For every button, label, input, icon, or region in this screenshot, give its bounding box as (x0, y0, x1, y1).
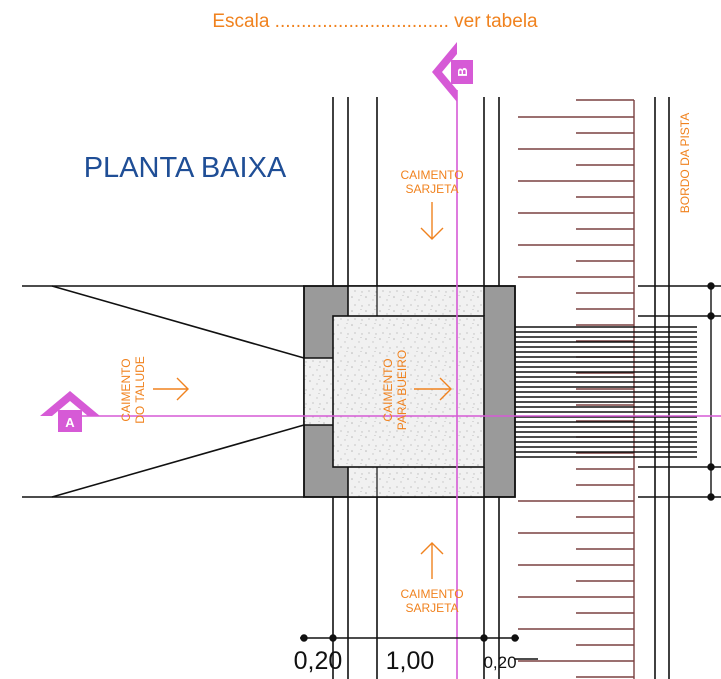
slope-bottom-line1: CAIMENTO (400, 587, 463, 601)
embankment-lines (22, 285, 305, 498)
dim-right: 0,20 (483, 653, 516, 672)
slope-culvert-line2: PARA BUEIRO (395, 350, 409, 430)
pipe-lines (515, 326, 697, 458)
road-hatch (518, 99, 635, 679)
section-a-label: A (65, 415, 75, 430)
section-marker-b: B (432, 42, 473, 102)
section-lines (70, 90, 721, 679)
scale-label: Escala .................................… (212, 11, 538, 32)
dim-center: 1,00 (386, 647, 435, 675)
dim-left: 0,20 (294, 647, 343, 675)
slope-embankment-line1: CAIMENTO (119, 358, 133, 421)
channel-lines (332, 97, 670, 679)
slope-top-line2: SARJETA (405, 182, 458, 196)
page-title: PLANTA BAIXA (84, 152, 287, 184)
arrow-right-icon (414, 377, 452, 401)
section-marker-a: A (40, 391, 100, 432)
slope-bottom-line2: SARJETA (405, 601, 458, 615)
slope-embankment: CAIMENTO DO TALUDE (119, 356, 147, 424)
arrow-down-icon (420, 202, 444, 240)
section-b-label: B (455, 67, 470, 76)
arrow-right-icon (153, 377, 189, 401)
bottom-dimension (300, 634, 538, 660)
slope-culvert: CAIMENTO PARA BUEIRO (381, 350, 409, 430)
edge-label: BORDO DA PISTA (678, 113, 692, 213)
arrow-up-icon (420, 542, 444, 579)
pipe-dimension (638, 282, 721, 501)
box-culvert (303, 285, 516, 498)
slope-top-line1: CAIMENTO (400, 168, 463, 182)
slope-culvert-line1: CAIMENTO (381, 358, 395, 421)
slope-embankment-line2: DO TALUDE (133, 356, 147, 424)
